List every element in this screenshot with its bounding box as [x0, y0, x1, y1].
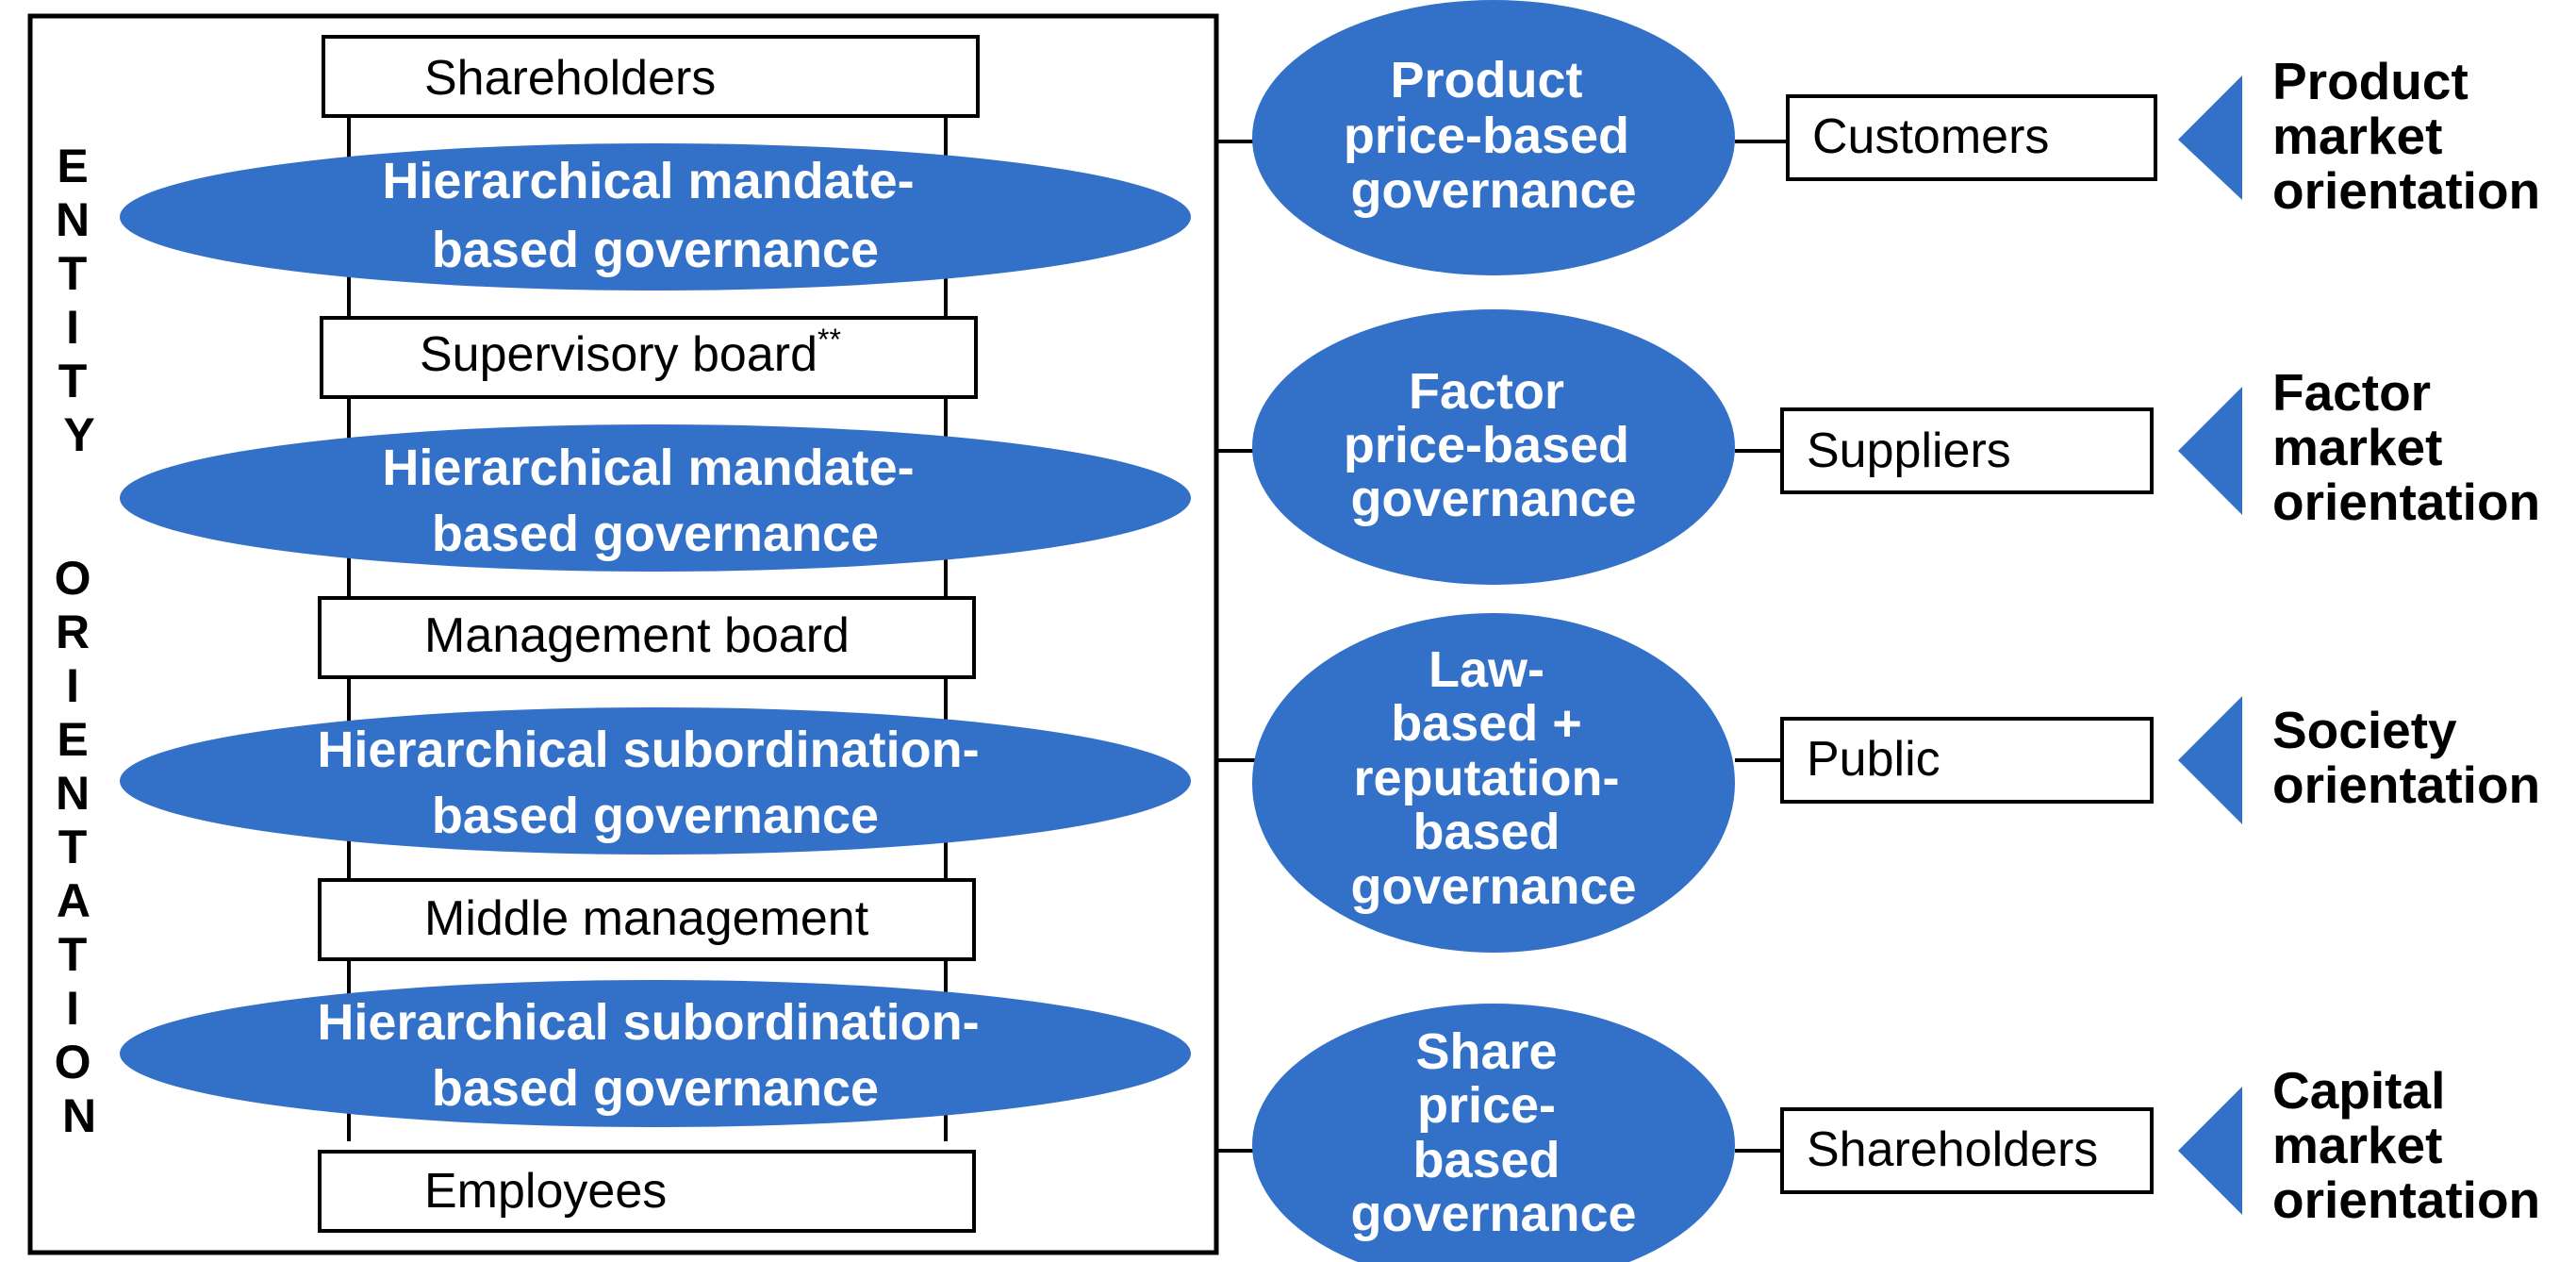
mechanism-ellipse-share: Share price- based governance: [1252, 1004, 1735, 1262]
level-box-supervisory-board: Supervisory board**: [320, 316, 978, 399]
svg-text:Hierarchical subordination-: Hierarchical subordination- based govern…: [317, 722, 993, 844]
arrow-society: [2178, 696, 2242, 824]
svg-text:Hierarchical mandate- ba: Hierarchical mandate- based governance: [382, 153, 928, 278]
stakeholder-box-shareholders: Shareholders: [1780, 1107, 2154, 1194]
svg-text:Hierarchical subordination-: Hierarchical subordination- based govern…: [317, 994, 993, 1117]
level-label: Employees: [424, 1164, 667, 1219]
mechanism-ellipse-law-reputation: Law- based + reputation- based governanc…: [1252, 613, 1735, 953]
level-label: Management board: [424, 608, 850, 663]
entity-frame: [27, 13, 1219, 1255]
orientation-label-capital-market: Capital market orientation: [2272, 1061, 2540, 1229]
svg-text:Hierarchical mandate- ba: Hierarchical mandate- based governance: [382, 440, 928, 562]
vertical-label-entity: E N T I T Y: [56, 140, 103, 461]
level-label: Shareholders: [424, 51, 716, 106]
level-box-employees: Employees: [318, 1150, 976, 1233]
stakeholder-label: Customers: [1812, 109, 2049, 164]
governance-ellipse-mandate-2: Hierarchical mandate- based governance: [120, 424, 1191, 572]
orientation-label-society: Society orientation: [2272, 701, 2540, 814]
level-box-middle-management: Middle management: [318, 878, 976, 961]
vertical-label-orientation: O R I E N T A T I O N: [55, 552, 105, 1142]
footnote-mark: **: [817, 323, 841, 357]
svg-text:Product price-based: Product price-based governance: [1344, 52, 1643, 219]
arrow-product-market: [2178, 75, 2242, 200]
level-box-shareholders: Shareholders: [322, 35, 980, 118]
governance-ellipse-subordination-2: Hierarchical subordination- based govern…: [120, 980, 1191, 1127]
mechanism-ellipse-product: Product price-based governance: [1252, 0, 1735, 275]
level-box-management-board: Management board: [318, 596, 976, 679]
stakeholder-label: Public: [1807, 732, 1940, 787]
mechanism-ellipse-factor: Factor price-based governance: [1252, 309, 1735, 585]
svg-text:Factor price-based: Factor price-based governance: [1344, 363, 1643, 527]
governance-ellipse-mandate-1: Hierarchical mandate- based governance: [120, 143, 1191, 291]
stakeholder-label: Suppliers: [1807, 423, 2011, 478]
orientation-label-product-market: Product market orientation: [2272, 52, 2540, 220]
stakeholder-label: Shareholders: [1807, 1122, 2098, 1177]
stakeholder-box-suppliers: Suppliers: [1780, 407, 2154, 494]
governance-ellipse-subordination-1: Hierarchical subordination- based govern…: [120, 707, 1191, 855]
level-label: Supervisory board**: [420, 323, 841, 382]
vertical-label: E N T I T Y O R I E N T A T I O N: [55, 140, 105, 1142]
svg-text:Share price- based: Share price- based governance: [1350, 1023, 1636, 1242]
level-label: Middle management: [424, 891, 869, 946]
svg-text:Law- based + reput: Law- based + reputation- based governanc…: [1350, 641, 1636, 915]
arrow-capital-market: [2178, 1087, 2242, 1215]
arrow-factor-market: [2178, 387, 2242, 515]
orientation-label-factor-market: Factor market orientation: [2272, 363, 2540, 531]
stakeholder-box-customers: Customers: [1786, 94, 2157, 181]
stakeholder-box-public: Public: [1780, 717, 2154, 804]
